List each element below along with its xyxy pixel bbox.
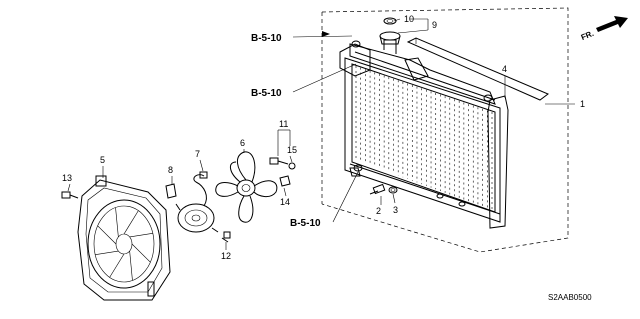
callout-15: 15 [287,145,297,155]
callout-13: 13 [62,173,72,183]
callout-14: 14 [280,197,290,207]
ref-label-middle: B-5-10 [251,88,282,99]
reference-labels: B-5-10 B-5-10 B-5-10 [251,33,321,229]
drain-plug [369,183,386,195]
diagram-code: S2AAB0500 [548,293,592,302]
callout-5: 5 [100,155,105,165]
front-direction-label: FR. [580,29,595,42]
fan-motor [175,171,219,233]
callout-9: 9 [432,20,437,30]
radiator-assembly-boundary [321,7,569,253]
fan-shroud [77,175,171,301]
shroud-bolt [61,191,79,199]
front-direction-indicator: FR. [580,16,628,42]
radiator-core [339,43,509,229]
callout-11: 11 [279,119,288,129]
cooling-fan [215,151,278,223]
radiator-lower-fittings [349,164,466,207]
callout-6: 6 [240,138,245,148]
radiator-upper-tank [349,39,496,105]
fan-bolt [269,157,289,165]
callout-7: 7 [195,149,200,159]
ref-label-top: B-5-10 [251,33,282,44]
drain-plug-o-ring [388,186,398,194]
fan-nut [279,175,291,187]
shroud-clip [165,183,177,199]
callout-12: 12 [221,251,231,261]
callout-1: 1 [580,99,585,109]
motor-screw [221,231,231,243]
callout-10: 10 [404,14,414,24]
callout-3: 3 [393,205,398,215]
radiator-fins [355,66,493,210]
radiator-cap [379,17,401,45]
shroud-spokes [95,207,153,281]
ref-label-bottom: B-5-10 [290,218,321,229]
fan-washer [288,162,296,170]
callout-4: 4 [502,64,507,74]
radiator-seal-strip [406,37,549,101]
callout-8: 8 [168,165,173,175]
front-arrow-icon [596,16,628,32]
callout-numbers: 1 2 3 4 5 6 7 8 9 10 11 12 13 14 15 [62,14,585,261]
callout-2: 2 [376,206,381,216]
leader-lines [67,18,575,250]
